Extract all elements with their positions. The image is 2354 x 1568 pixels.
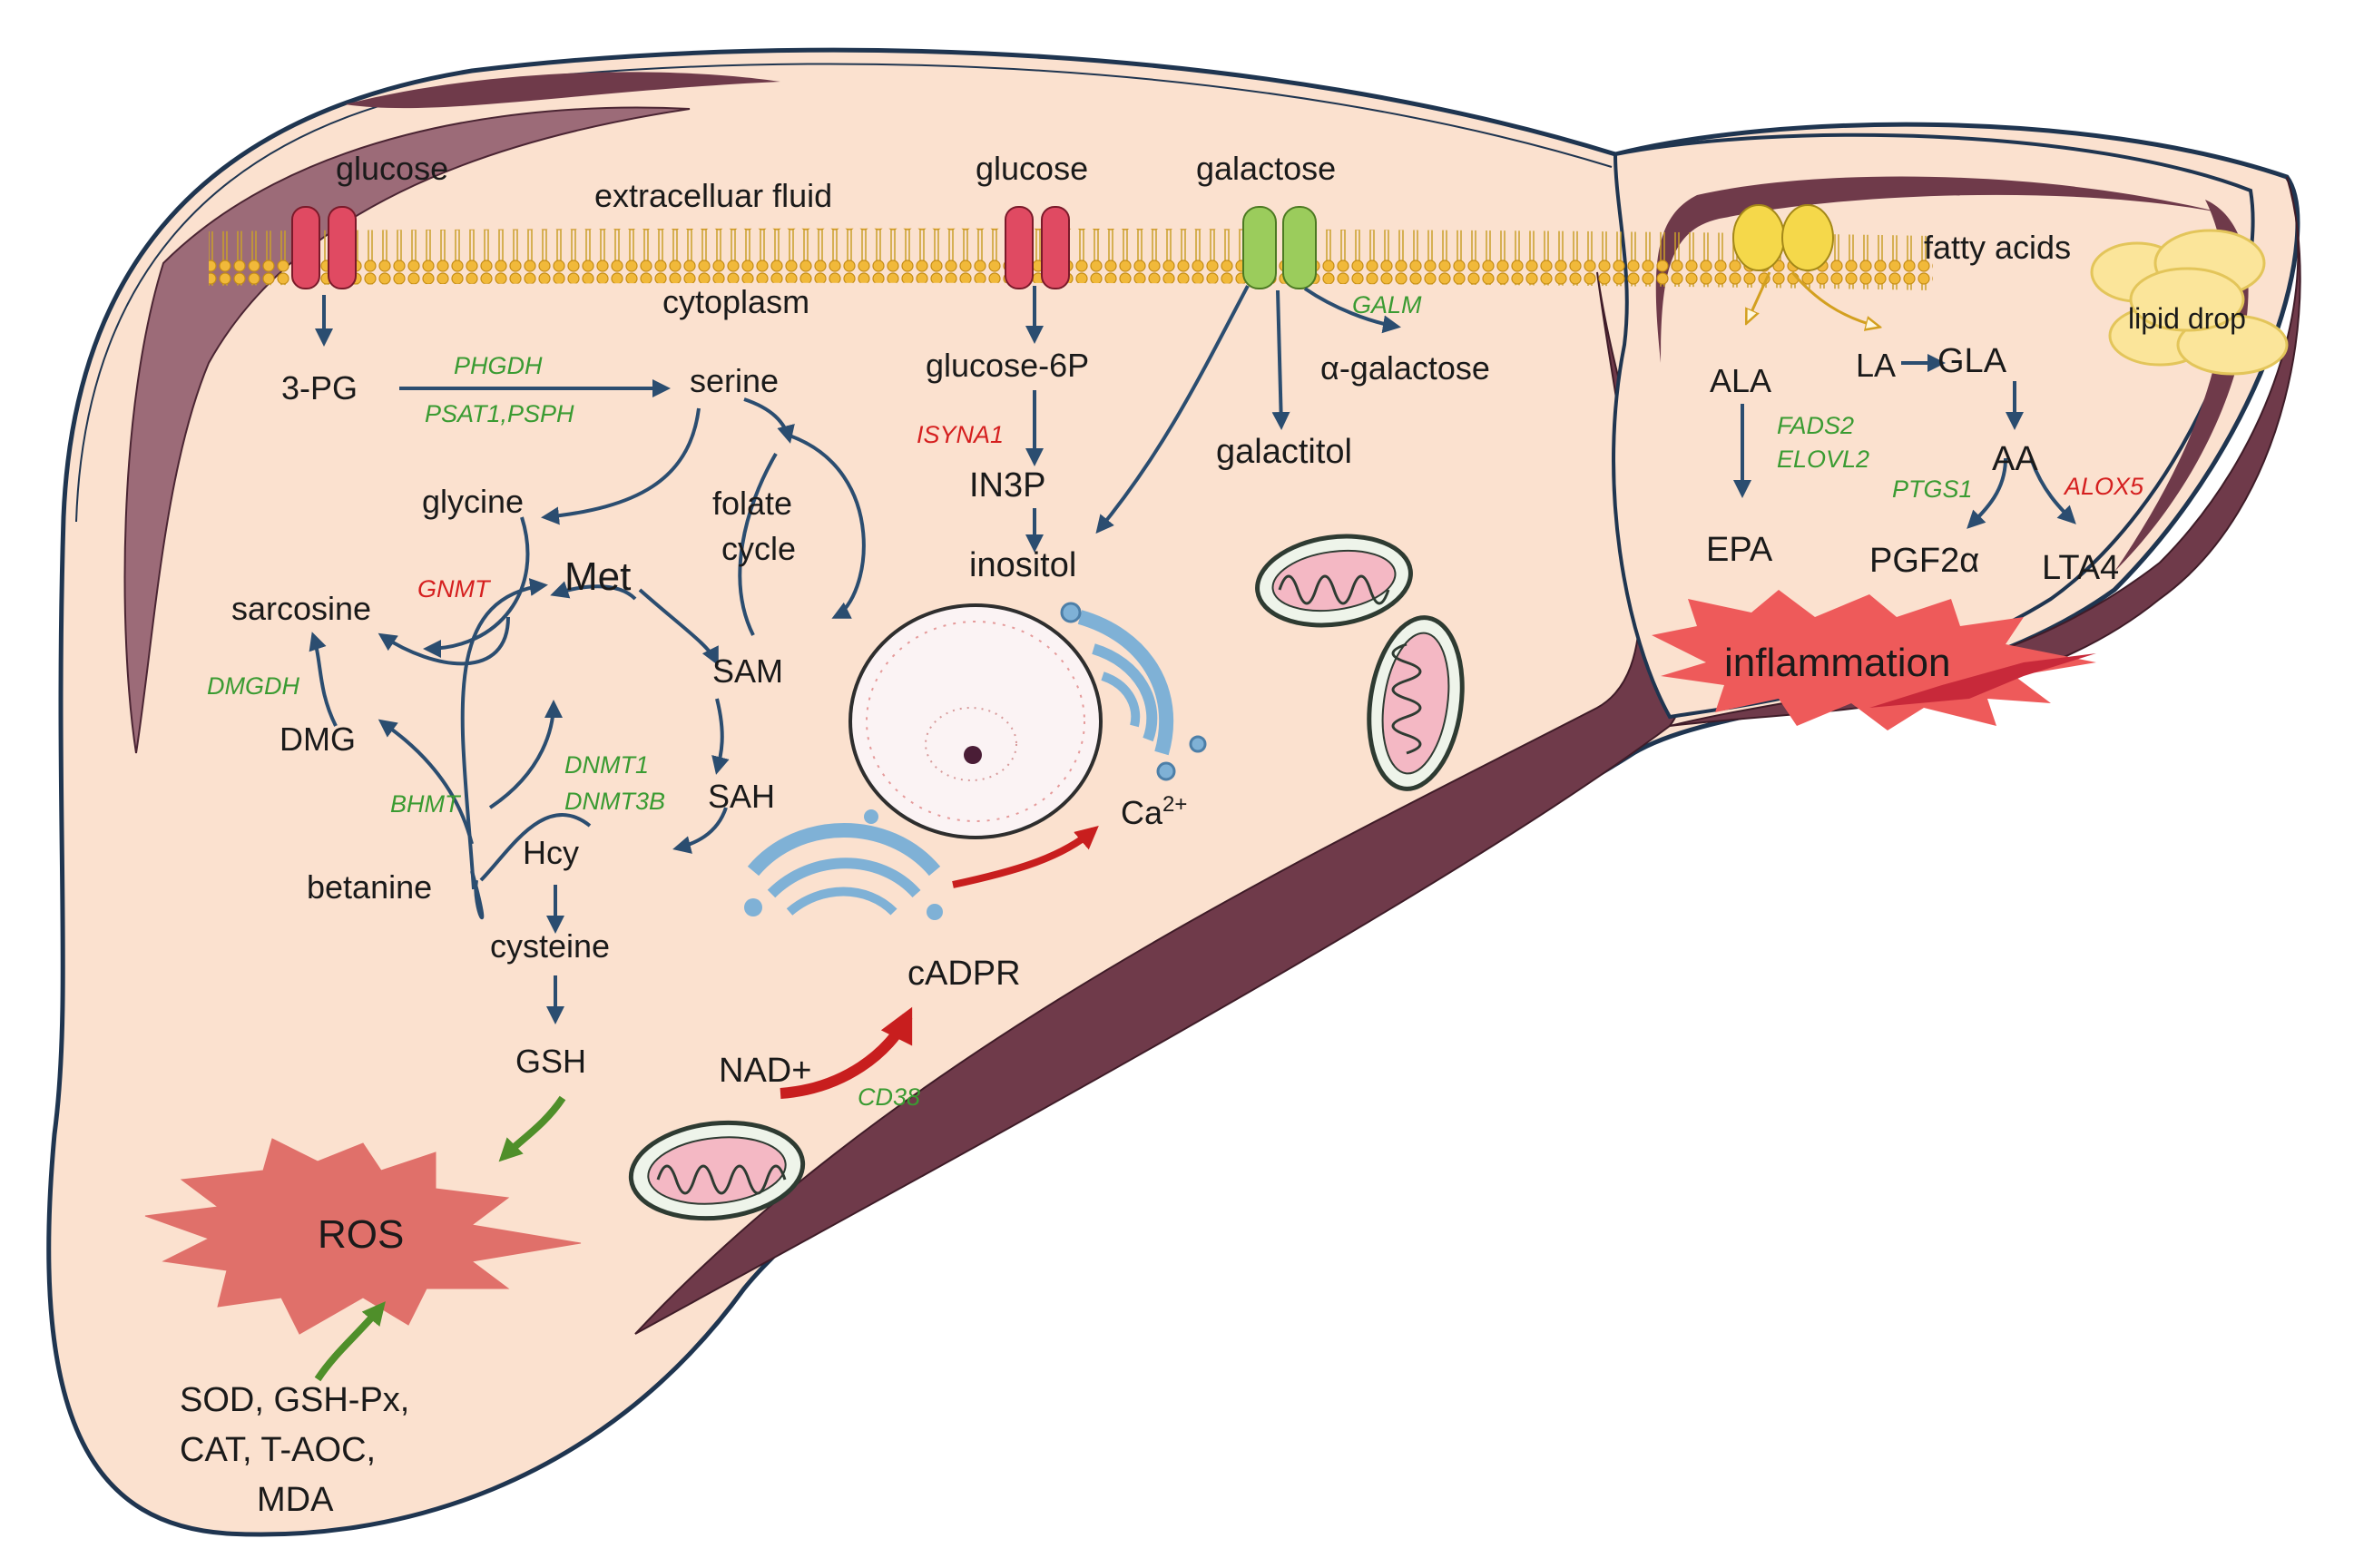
cycle-label: cycle (721, 530, 796, 567)
golgi-apparatus-icon (1060, 602, 1207, 781)
glucose-transporter-left (291, 206, 357, 289)
elovl2-label: ELOVL2 (1777, 446, 1869, 473)
antioxidant-ros-arrow (314, 1301, 386, 1382)
sarcosine-label: sarcosine (231, 590, 371, 627)
epa-label: EPA (1706, 531, 1773, 569)
extracellular-label: extracelluar fluid (594, 177, 832, 214)
gla-label: GLA (1937, 342, 2007, 380)
dnmt3b-label: DNMT3B (564, 788, 665, 815)
galactitol-label: galactitol (1216, 433, 1352, 471)
cell-membrane (209, 228, 1933, 290)
sah-label: SAH (708, 778, 775, 815)
mitochondrion-icon-1 (1255, 534, 1413, 628)
phgdh-label: PHGDH (454, 352, 543, 379)
pgf2a-label: PGF2α (1869, 542, 1979, 580)
cysteine-label: cysteine (490, 927, 610, 965)
antioxidant-label-1: SOD, GSH-Px, (180, 1381, 409, 1419)
cadpr-label: cADPR (907, 955, 1021, 993)
3pg-label: 3-PG (281, 369, 358, 407)
nucleus-icon (848, 603, 1103, 839)
galactose-label: galactose (1196, 150, 1336, 187)
ros-label: ROS (318, 1212, 404, 1257)
glucose-transporter-mid (1005, 206, 1070, 289)
dnmt1-label: DNMT1 (564, 751, 649, 779)
psat-label: PSAT1,PSPH (425, 400, 574, 427)
galactose-transporter (1242, 206, 1317, 289)
calcium-label: Ca2+ (1121, 792, 1187, 831)
ca-release-arrow (952, 826, 1099, 888)
alox5-label: ALOX5 (2063, 473, 2144, 500)
lta4-label: LTA4 (2042, 549, 2119, 587)
met-label: Met (564, 554, 631, 599)
cd38-label: CD38 (858, 1083, 920, 1111)
gsh-ros-arrow (498, 1095, 566, 1162)
isyna1-label: ISYNA1 (917, 421, 1004, 448)
glucose-label-mid: glucose (976, 150, 1088, 187)
mda-label: MDA (257, 1481, 334, 1519)
nad-label: NAD+ (719, 1052, 811, 1090)
glycine-label: glycine (422, 483, 524, 520)
la-label: LA (1856, 347, 1896, 384)
golgi-apparatus-icon-2 (744, 809, 943, 920)
in3p-label: IN3P (969, 466, 1045, 505)
gnmt-label: GNMT (417, 575, 492, 603)
mitochondrion-icon-3 (628, 1120, 806, 1221)
antioxidant-label-2: CAT, T-AOC, (180, 1431, 376, 1469)
sam-label: SAM (712, 652, 783, 690)
fatty-acids-label: fatty acids (1924, 229, 2071, 266)
inositol-label: inositol (969, 546, 1076, 584)
lipid-drop-label: lipid drop (2128, 302, 2246, 335)
inflammation-label: inflammation (1724, 641, 1950, 685)
glucose-label-left: glucose (336, 150, 448, 187)
galm-label: GALM (1352, 291, 1422, 318)
pathway-arrows (309, 271, 2076, 1024)
ala-label: ALA (1710, 362, 1771, 399)
ros-burst (144, 1138, 582, 1335)
dmg-label: DMG (280, 720, 356, 758)
cytoplasm-label: cytoplasm (662, 283, 809, 320)
glucose-6p-label: glucose-6P (926, 347, 1089, 384)
folate-label: folate (712, 485, 792, 522)
lipid-droplet-icon (2090, 229, 2289, 376)
betanine-label: betanine (307, 868, 432, 906)
dmgdh-label: DMGDH (207, 672, 299, 700)
aa-label: AA (1992, 440, 2038, 478)
inflammation-burst (1652, 590, 2096, 730)
ptgs1-label: PTGS1 (1892, 475, 1973, 503)
fatty-acid-transporter (1732, 204, 1834, 271)
hcy-label: Hcy (523, 834, 579, 871)
gsh-label: GSH (515, 1043, 586, 1080)
alpha-galactose-label: α-galactose (1320, 349, 1490, 387)
fads2-label: FADS2 (1777, 412, 1854, 439)
bhmt-label: BHMT (390, 790, 462, 818)
mitochondrion-icon-2 (1367, 615, 1465, 791)
serine-label: serine (690, 362, 779, 399)
nad-cadpr-arrow (780, 1006, 913, 1099)
